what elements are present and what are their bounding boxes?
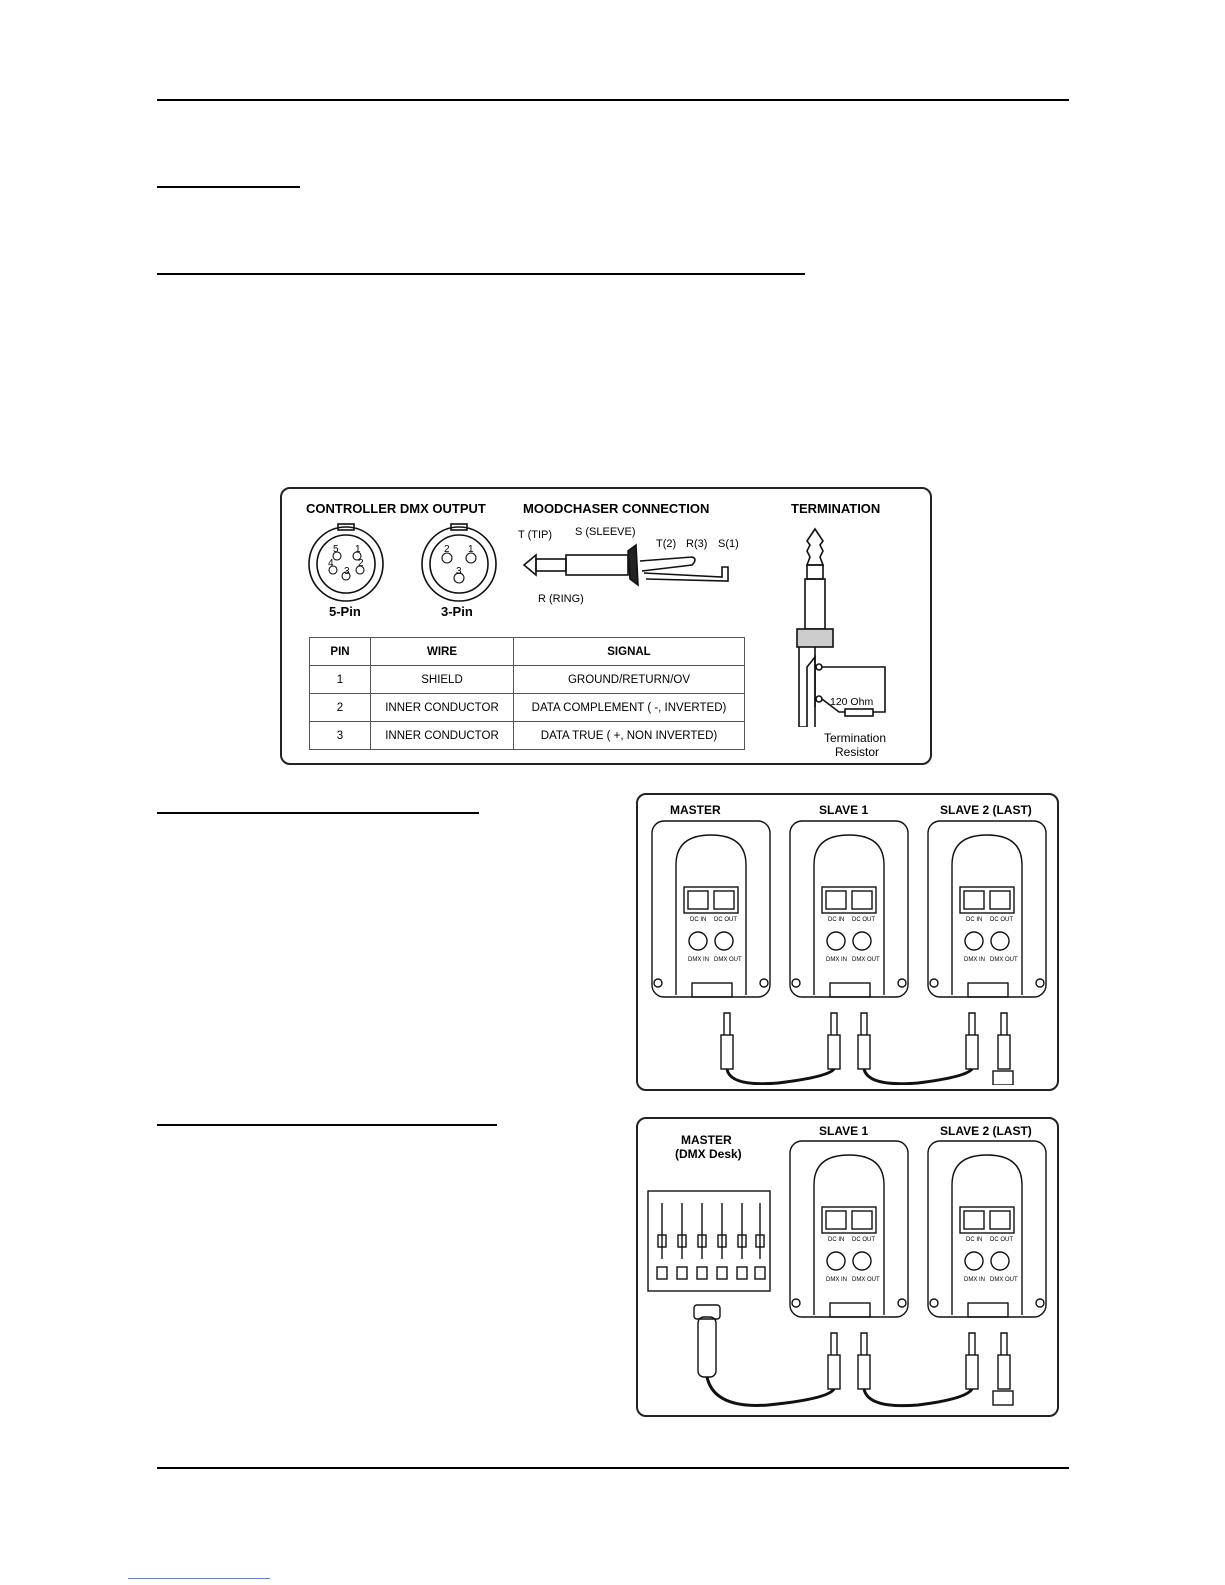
- jack-plug-drawing: [522, 543, 729, 587]
- dmx-desk-diagram: MASTER (DMX Desk) SLAVE 1 SLAVE 2 (LAST): [636, 1117, 1059, 1417]
- dmx-out-label: DMX OUT: [990, 957, 1018, 963]
- header-rule: [157, 99, 1069, 101]
- footer-link-underline[interactable]: [128, 1578, 270, 1579]
- dc-in-label: DC IN: [966, 1237, 982, 1243]
- heading-underline-1: [157, 186, 300, 188]
- xlr5-pin-4: 4: [328, 558, 334, 569]
- master-label: MASTER: [670, 803, 721, 817]
- dmx-out-label: DMX OUT: [852, 957, 880, 963]
- table-cell: INNER CONDUCTOR: [370, 693, 514, 722]
- moodchaser-connection-title: MOODCHASER CONNECTION: [523, 501, 710, 516]
- dc-out-label: DC OUT: [990, 1237, 1013, 1243]
- dmx-out-label: DMX OUT: [714, 957, 742, 963]
- table-row: 2 INNER CONDUCTOR DATA COMPLEMENT ( -, I…: [309, 693, 745, 722]
- dmx-in-label: DMX IN: [964, 957, 985, 963]
- ring-label: R (RING): [538, 593, 584, 605]
- slave1-label: SLAVE 1: [819, 1124, 869, 1138]
- table-cell: DATA TRUE ( +, NON INVERTED): [513, 721, 745, 750]
- xlr3-pin-3: 3: [456, 566, 462, 577]
- table-cell: GROUND/RETURN/OV: [513, 665, 745, 694]
- termination-caption-line2: Resistor: [835, 745, 880, 759]
- pin3-caption: 3-Pin: [441, 604, 473, 619]
- pin-table-header-wire: WIRE: [370, 637, 514, 666]
- heading-underline-3: [157, 812, 479, 814]
- t2-label: T(2): [656, 538, 677, 550]
- xlr5-pin-5: 5: [333, 544, 339, 555]
- dc-in-label: DC IN: [828, 1237, 844, 1243]
- table-cell: INNER CONDUCTOR: [370, 721, 514, 750]
- table-cell: 1: [309, 665, 371, 694]
- dmx-in-label: DMX IN: [826, 1277, 847, 1283]
- pin-table-header-signal: SIGNAL: [513, 637, 745, 666]
- slave1-label: SLAVE 1: [819, 803, 869, 817]
- xlr-connectors-drawing: 5 1 4 2 3 2 1 3: [308, 523, 497, 602]
- xlr5-pin-2: 2: [358, 558, 364, 569]
- xlr3-pin-1: 1: [468, 544, 474, 555]
- dmx-out-label: DMX OUT: [852, 1277, 880, 1283]
- table-cell: DATA COMPLEMENT ( -, INVERTED): [513, 693, 745, 722]
- dc-out-label: DC OUT: [990, 917, 1013, 923]
- termination-caption-line1: Termination: [824, 731, 887, 745]
- heading-underline-2: [157, 273, 805, 275]
- pin-table-header-pin: PIN: [309, 637, 371, 666]
- xlr3-pin-2: 2: [444, 544, 450, 555]
- pin-table: PIN WIRE SIGNAL 1 SHIELD GROUND/RETURN/O…: [309, 637, 745, 750]
- pin-table-header-row: PIN WIRE SIGNAL: [309, 637, 745, 666]
- table-row: 1 SHIELD GROUND/RETURN/OV: [309, 665, 745, 694]
- table-cell: SHIELD: [370, 665, 514, 694]
- heading-underline-4: [157, 1124, 497, 1126]
- table-row: 3 INNER CONDUCTOR DATA TRUE ( +, NON INV…: [309, 721, 745, 750]
- s1-label: S(1): [718, 538, 739, 550]
- table-cell: 3: [309, 721, 371, 750]
- master-label: MASTER: [681, 1133, 732, 1147]
- dc-out-label: DC OUT: [852, 1237, 875, 1243]
- dc-in-label: DC IN: [828, 917, 844, 923]
- table-cell: 2: [309, 693, 371, 722]
- dc-in-label: DC IN: [690, 917, 706, 923]
- footer-rule: [157, 1467, 1069, 1469]
- dmx-out-label: DMX OUT: [990, 1277, 1018, 1283]
- slave2-label: SLAVE 2 (LAST): [940, 803, 1032, 817]
- dc-in-label: DC IN: [966, 917, 982, 923]
- resistor-value-label: 120 Ohm: [830, 696, 874, 708]
- r3-label: R(3): [686, 538, 708, 550]
- dc-out-label: DC OUT: [714, 917, 737, 923]
- xlr5-pin-3: 3: [344, 566, 350, 577]
- termination-plug-drawing: [796, 527, 886, 727]
- sleeve-label: S (SLEEVE): [575, 526, 636, 538]
- dmx-in-label: DMX IN: [826, 957, 847, 963]
- desk-chain-drawing: DC IN DC OUT DMX IN DMX OUT DC IN DC OUT…: [647, 1140, 1047, 1408]
- pin5-caption: 5-Pin: [329, 604, 361, 619]
- dmx-in-label: DMX IN: [688, 957, 709, 963]
- dmx-connection-diagram: CONTROLLER DMX OUTPUT MOODCHASER CONNECT…: [280, 487, 932, 765]
- master-slave-diagram: MASTER SLAVE 1 SLAVE 2 (LAST): [636, 793, 1059, 1091]
- dmx-in-label: DMX IN: [964, 1277, 985, 1283]
- termination-title: TERMINATION: [791, 501, 881, 516]
- tip-label: T (TIP): [518, 529, 553, 541]
- xlr5-pin-1: 1: [355, 544, 361, 555]
- unit-chain-drawing: DC IN DC OUT DMX IN DMX OUT DC IN DC OUT…: [651, 820, 1047, 1085]
- master-sub-label: (DMX Desk): [675, 1147, 742, 1161]
- controller-dmx-output-title: CONTROLLER DMX OUTPUT: [306, 501, 486, 516]
- slave2-label: SLAVE 2 (LAST): [940, 1124, 1032, 1138]
- dc-out-label: DC OUT: [852, 917, 875, 923]
